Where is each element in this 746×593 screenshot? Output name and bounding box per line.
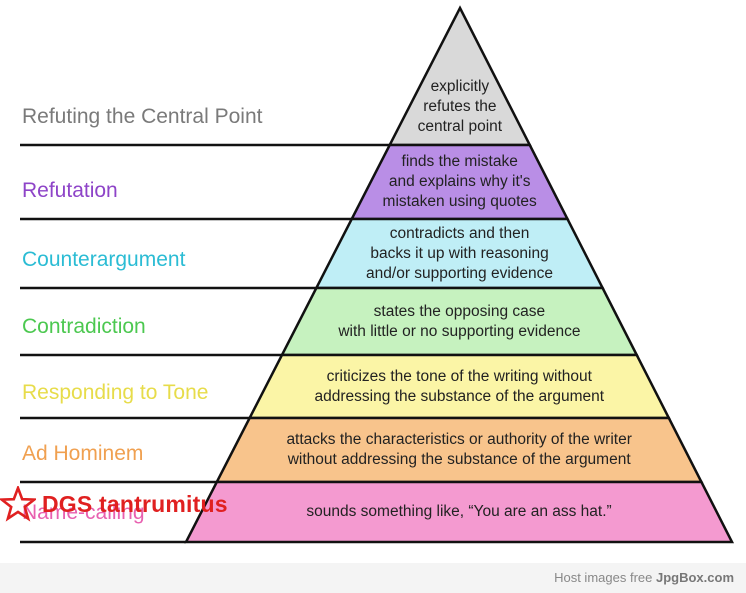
tier-description-line: central point: [417, 118, 503, 135]
pyramid-tier-7: [183, 480, 735, 544]
tier-description-line: and explains why it's: [388, 173, 531, 190]
pyramid-svg: [20, 5, 735, 544]
tier-description-6: attacks the characteristics or authority…: [209, 430, 709, 470]
tier-description-line: explicitly: [430, 78, 490, 95]
footer-bar: Host images free JpgBox.com: [0, 563, 746, 593]
callout: DGS tantrumitus: [0, 486, 228, 522]
footer-brand: JpgBox.com: [655, 570, 734, 585]
footer-prefix: Host images free: [554, 570, 653, 585]
tier-description-line: sounds something like, “You are an ass h…: [306, 503, 612, 520]
tier-description-4: states the opposing case with little or n…: [209, 302, 709, 342]
level-label-7: Name-calling: [22, 501, 145, 524]
tier-description-line: criticizes the tone of the writing witho…: [326, 367, 592, 385]
level-label-6: Ad Hominem: [22, 442, 144, 465]
level-label-5: Responding to Tone: [22, 381, 209, 404]
tier-description-line: attacks the characteristics or authority…: [286, 431, 632, 448]
tier-description-3: contradicts and then backs it up with rea…: [210, 224, 710, 284]
tier-description-line: with little or no supporting evidence: [338, 322, 581, 340]
tier-description-line: without addressing the substance of the …: [287, 451, 631, 468]
tier-description-line: states the opposing case: [373, 302, 546, 320]
tier-description-line: mistaken using quotes: [382, 193, 537, 210]
level-label-2: Refutation: [22, 179, 118, 202]
tier-description-line: addressing the substance of the argument: [314, 387, 605, 405]
tier-description-line: backs it up with reasoning: [370, 244, 549, 262]
level-label-1: Refuting the Central Point: [22, 105, 263, 128]
tier-description-line: finds the mistake: [401, 153, 518, 170]
tier-description-7: sounds something like, “You are an ass h…: [209, 502, 709, 522]
tier-description-line: and/or supporting evidence: [366, 264, 554, 282]
tier-description-1: explicitly refutes the central point: [210, 77, 710, 137]
level-label-3: Counterargument: [22, 248, 186, 271]
callout-text: DGS tantrumitus: [42, 491, 228, 517]
tier-description-2: finds the mistake and explains why it's mi…: [210, 152, 710, 212]
tier-description-5: criticizes the tone of the writing witho…: [209, 367, 709, 407]
star-icon: [0, 486, 36, 522]
level-label-4: Contradiction: [22, 315, 146, 338]
tier-description-line: contradicts and then: [389, 224, 530, 242]
tier-description-line: refutes the: [423, 98, 497, 115]
footer-text: Host images free JpgBox.com: [554, 570, 734, 585]
